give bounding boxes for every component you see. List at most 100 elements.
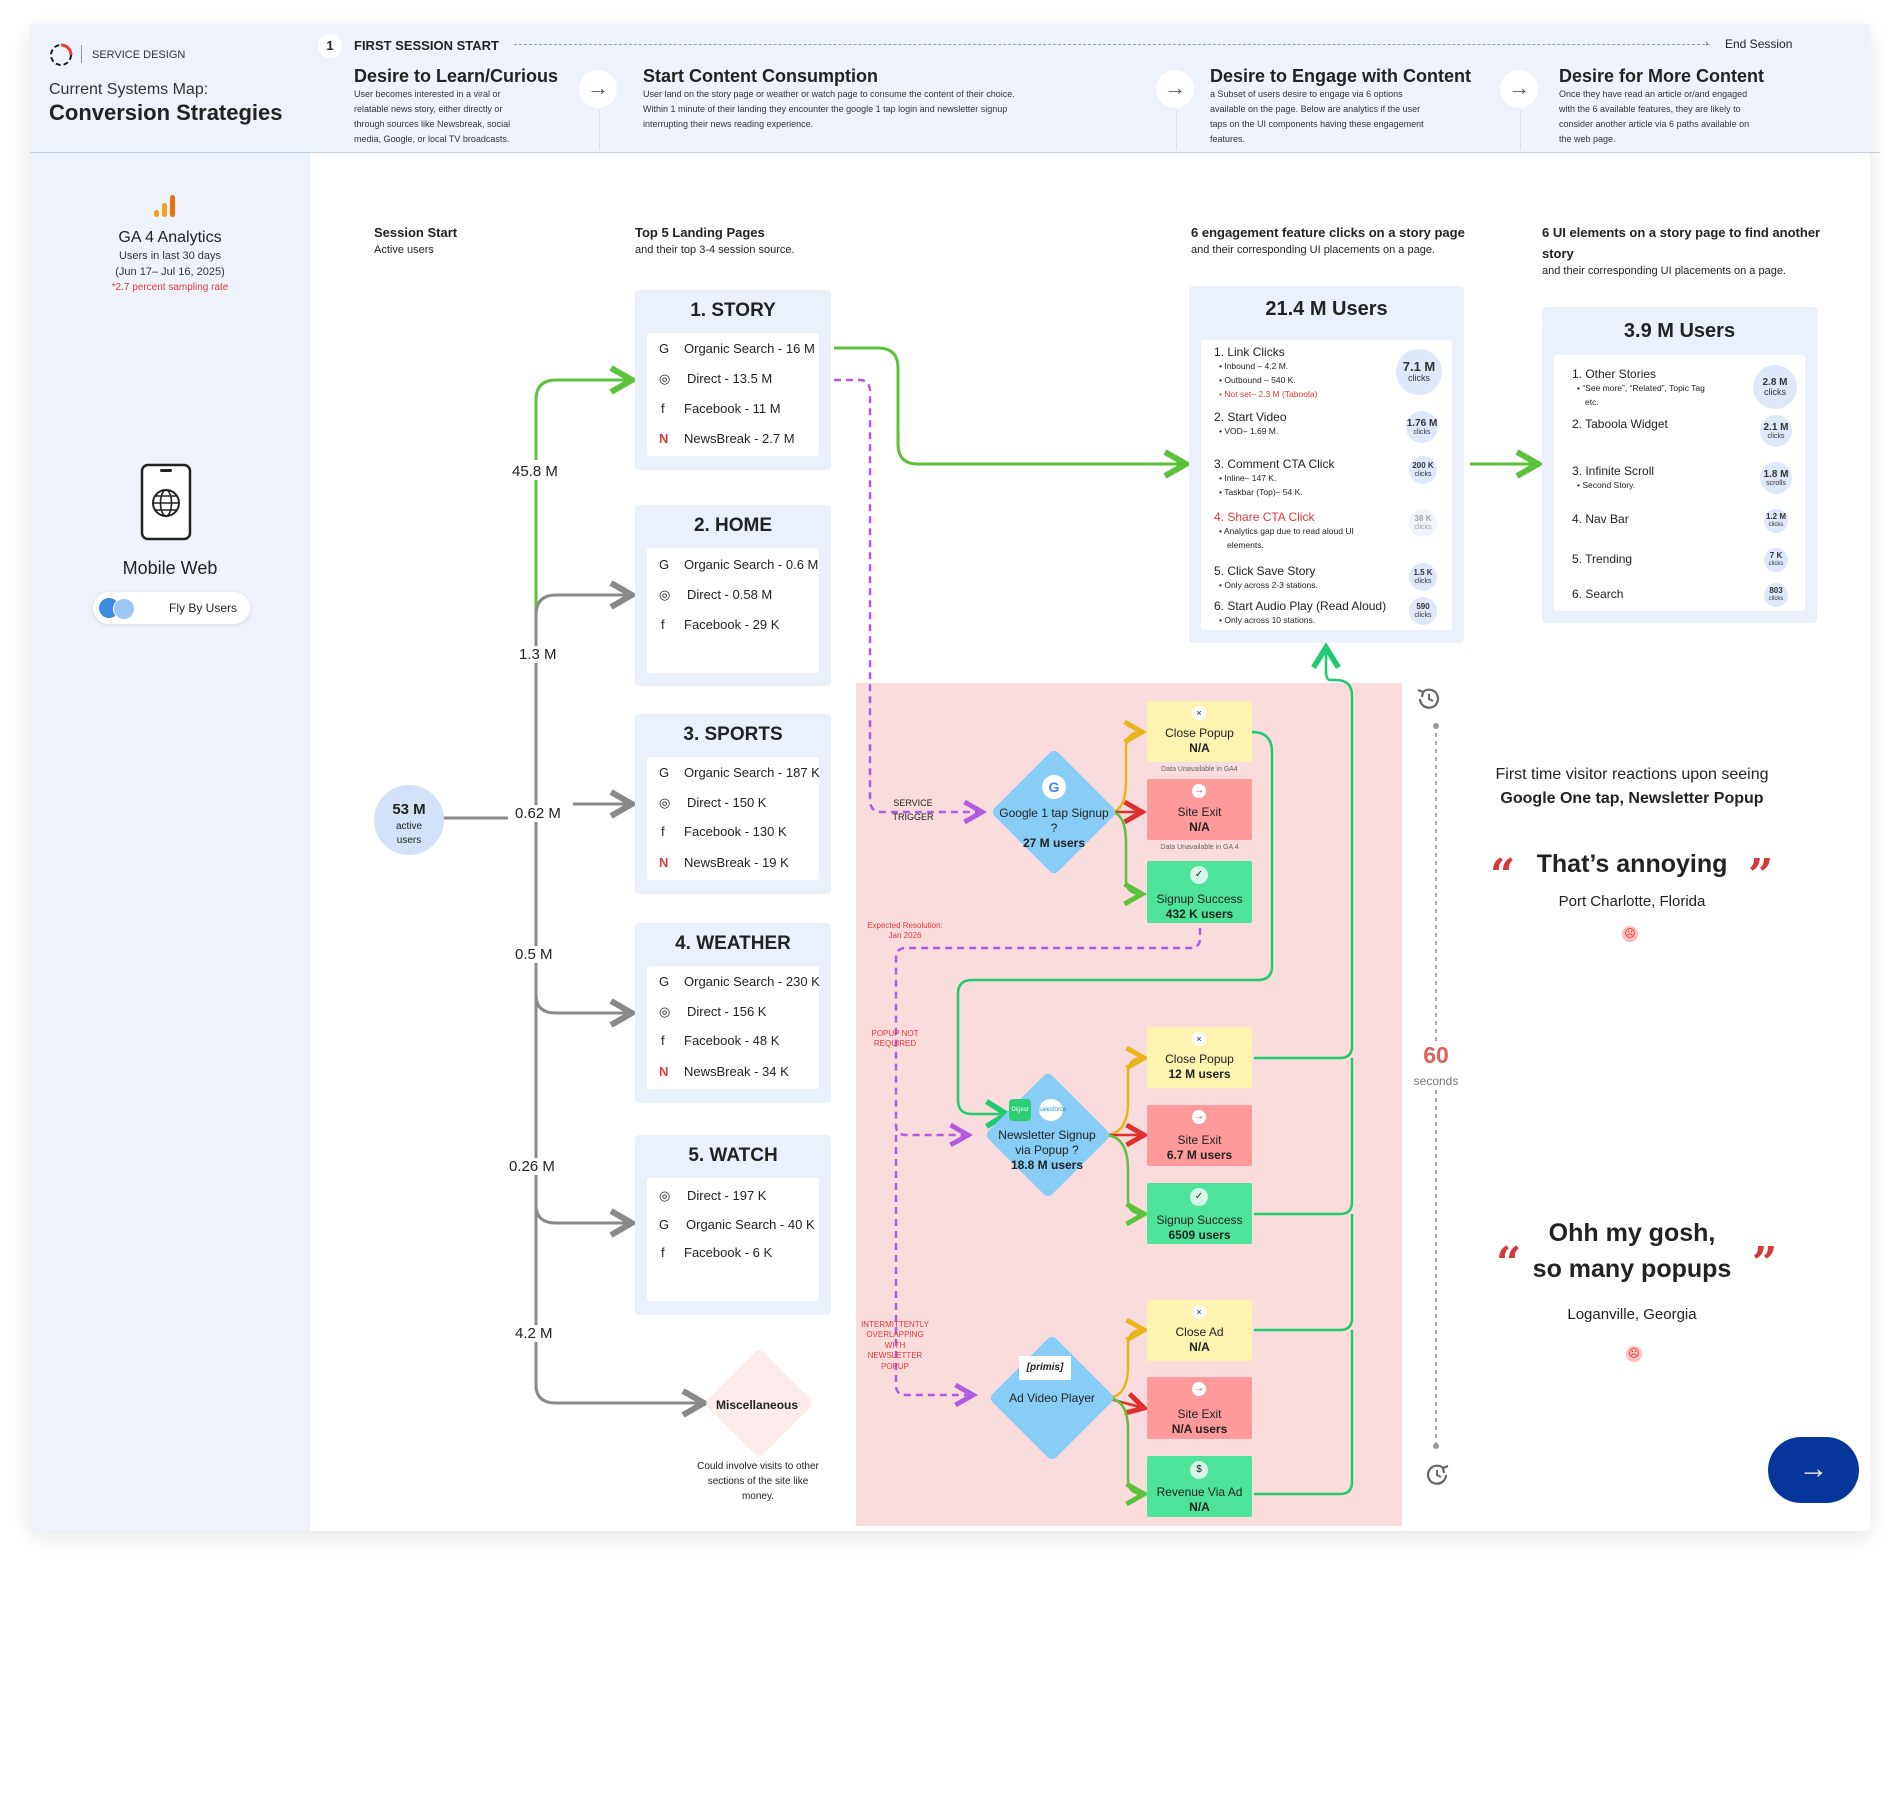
outcome-title: Close Popup	[1165, 726, 1234, 740]
google-signup-success: ✓ Signup Success 432 K users	[1147, 861, 1252, 923]
more-item: 6. Search	[1572, 587, 1624, 601]
fly-by-users-pill[interactable]: Fly By Users	[93, 592, 250, 624]
phase-3-title: Desire to Engage with Content	[1210, 66, 1472, 86]
landing-card-story[interactable]: 1. STORY G Organic Search - 16 M ◎ Direc…	[635, 290, 831, 470]
landing-card-watch[interactable]: 5. WATCH ◎ Direct - 197 K G Organic Sear…	[635, 1135, 831, 1315]
engagement-sub-red: Not set– 2.3 M (Taboola)	[1224, 389, 1318, 399]
source-item: Organic Search - 0.6 M	[684, 557, 819, 572]
outcome-title: Close Ad	[1175, 1325, 1224, 1339]
direct-icon: ◎	[659, 371, 671, 386]
source-item: Facebook - 130 K	[684, 824, 787, 839]
engagement-sub: Inbound – 4.2 M.	[1224, 361, 1289, 371]
reactions-header-bold: Google One tap, Newsletter Popup	[1500, 790, 1764, 807]
direct-icon: ◎	[659, 587, 671, 602]
google-icon: G	[1042, 775, 1066, 799]
landing-card-weather[interactable]: 4. WEATHER G Organic Search - 230 K ◎ Di…	[635, 923, 831, 1103]
landing-title: 2. HOME	[693, 515, 773, 536]
primis-logo-icon: [primis]	[1019, 1356, 1071, 1380]
phase-3-desc: a Subset of users desire to engage via 6…	[1210, 89, 1403, 99]
analytics-sub1: Users in last 30 days	[118, 250, 222, 262]
engagement-sub: VOD– 1.69 M.	[1224, 426, 1279, 436]
data-note: Data Unavailable in GA 4	[1160, 844, 1239, 851]
engagement-sub: Taskbar (Top)– 54 K.	[1224, 487, 1303, 497]
users-label: Fly By Users	[169, 601, 238, 615]
facebook-icon: f	[661, 1033, 665, 1048]
sad-face-icon: ☹	[1622, 926, 1638, 942]
outcome-value: 6509 users	[1168, 1228, 1231, 1242]
engagement-sub: Analytics gap due to read aloud UI	[1223, 526, 1354, 536]
outcome-title: Close Popup	[1165, 1052, 1234, 1066]
source-item: Organic Search - 40 K	[686, 1217, 815, 1232]
landing-card-home[interactable]: 2. HOME G Organic Search - 0.6 M ◎ Direc…	[635, 505, 831, 686]
more-heading: 6 UI elements on a story page to find an…	[1542, 225, 1821, 240]
engagement-heading: 6 engagement feature clicks on a story p…	[1191, 225, 1465, 240]
phase-4-title: Desire for More Content	[1559, 66, 1765, 86]
direct-icon: ◎	[659, 1004, 671, 1019]
more-title: 3.9 M Users	[1623, 320, 1736, 342]
brand-divider	[81, 45, 82, 63]
brand-dept: SERVICE DESIGN	[92, 49, 186, 61]
source-item: Facebook - 29 K	[684, 617, 780, 632]
facebook-icon: f	[661, 1245, 665, 1260]
landing-card-sports[interactable]: 3. SPORTS G Organic Search - 187 K ◎ Dir…	[635, 714, 831, 894]
timer-value: 60	[1423, 1042, 1449, 1068]
more-item: 4. Nav Bar	[1572, 512, 1629, 526]
engagement-item: 6. Start Audio Play (Read Aloud)	[1214, 599, 1387, 613]
landing-title: 4. WEATHER	[675, 933, 791, 954]
engagement-item: 3. Comment CTA Click	[1214, 457, 1335, 471]
outcome-value: N/A	[1189, 820, 1210, 834]
source-item: NewsBreak - 2.7 M	[684, 431, 795, 446]
phase-divider	[1176, 110, 1177, 150]
engagement-title: 21.4 M Users	[1265, 298, 1388, 320]
more-item: 5. Trending	[1572, 552, 1633, 566]
quote-2-line2: so many popups	[1532, 1255, 1732, 1283]
google-close-popup: × Close Popup N/A	[1147, 701, 1252, 762]
title-line1: Current Systems Map:	[49, 81, 209, 98]
close-icon: ×	[1192, 706, 1206, 720]
outcome-value: N/A users	[1171, 1422, 1228, 1436]
phase-1-desc: User becomes interested in a viral or	[354, 89, 501, 99]
engagement-sub: Only across 10 stations.	[1224, 615, 1316, 625]
history-icon	[1417, 688, 1440, 709]
flow-story: 45.8 M	[512, 463, 558, 480]
ad-video-player-text: Ad Video Player	[1009, 1391, 1095, 1405]
outcome-value: 6.7 M users	[1166, 1148, 1233, 1162]
phase-2-desc: User land on the story page or weather o…	[643, 89, 1015, 99]
source-item: Organic Search - 230 K	[684, 974, 820, 989]
quote-2-line1: Ohh my gosh,	[1548, 1219, 1716, 1247]
phase-divider	[1520, 110, 1521, 150]
timer-unit: seconds	[1413, 1074, 1459, 1088]
newsletter-site-exit: → Site Exit 6.7 M users	[1147, 1105, 1252, 1166]
mobile-phone-icon	[140, 463, 192, 541]
engagement-item: 2. Start Video	[1214, 410, 1287, 424]
session-start-label: FIRST SESSION START	[354, 38, 499, 53]
expected-note: Expected Resolution:Jan 2026	[867, 921, 943, 941]
outcome-value: N/A	[1189, 1500, 1210, 1514]
google-icon: G	[659, 974, 670, 989]
analytics-sub2: (Jun 17– Jul 16, 2025)	[115, 266, 225, 278]
next-button[interactable]: →	[1768, 1437, 1859, 1503]
engagement-sub: Outbound – 540 K.	[1224, 375, 1296, 385]
phase-3-desc: available on the page. Below are analyti…	[1210, 104, 1421, 114]
exit-icon: →	[1192, 1110, 1206, 1124]
quote-open-icon: “	[1496, 1238, 1522, 1289]
quote-close-icon: ”	[1748, 850, 1774, 901]
newsletter-signup-success: ✓ Signup Success 6509 users	[1147, 1183, 1252, 1244]
quote-1-text: That’s annoying	[1536, 850, 1728, 878]
phase-3-desc: taps on the UI components having these e…	[1210, 119, 1424, 129]
misc-note: Could involve visits to other	[697, 1461, 819, 1472]
ad-revenue: $ Revenue Via Ad N/A	[1147, 1456, 1252, 1517]
google-icon: G	[659, 557, 670, 572]
